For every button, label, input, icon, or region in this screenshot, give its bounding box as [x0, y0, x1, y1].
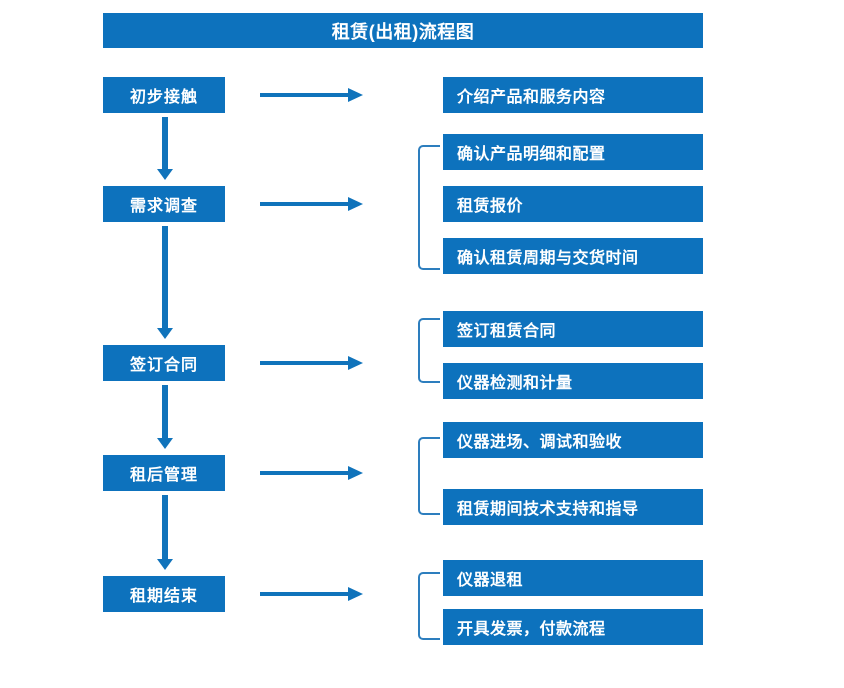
- horizontal-arrow-5: [260, 587, 364, 601]
- vertical-arrow-2: [157, 226, 173, 341]
- group-bracket-4: [418, 437, 440, 515]
- detail-box-7[interactable]: 仪器进场、调试和验收: [443, 422, 703, 458]
- detail-box-1[interactable]: 介绍产品和服务内容: [443, 77, 703, 113]
- group-bracket-5: [418, 572, 440, 640]
- horizontal-arrow-4: [260, 466, 364, 480]
- stage-box-5[interactable]: 租期结束: [103, 576, 225, 612]
- stage-box-1[interactable]: 初步接触: [103, 77, 225, 113]
- detail-box-8[interactable]: 租赁期间技术支持和指导: [443, 489, 703, 525]
- detail-box-4[interactable]: 确认租赁周期与交货时间: [443, 238, 703, 274]
- chart-title: 租赁(出租)流程图: [103, 13, 703, 48]
- stage-box-2[interactable]: 需求调查: [103, 186, 225, 222]
- detail-box-9[interactable]: 仪器退租: [443, 560, 703, 596]
- vertical-arrow-4: [157, 495, 173, 572]
- horizontal-arrow-2: [260, 197, 364, 211]
- horizontal-arrow-1: [260, 88, 364, 102]
- stage-box-4[interactable]: 租后管理: [103, 455, 225, 491]
- detail-box-6[interactable]: 仪器检测和计量: [443, 363, 703, 399]
- stage-box-3[interactable]: 签订合同: [103, 345, 225, 381]
- detail-box-3[interactable]: 租赁报价: [443, 186, 703, 222]
- detail-box-5[interactable]: 签订租赁合同: [443, 311, 703, 347]
- detail-box-10[interactable]: 开具发票，付款流程: [443, 609, 703, 645]
- vertical-arrow-3: [157, 385, 173, 451]
- detail-box-2[interactable]: 确认产品明细和配置: [443, 134, 703, 170]
- vertical-arrow-1: [157, 117, 173, 182]
- group-bracket-2: [418, 145, 440, 270]
- group-bracket-3: [418, 318, 440, 383]
- horizontal-arrow-3: [260, 356, 364, 370]
